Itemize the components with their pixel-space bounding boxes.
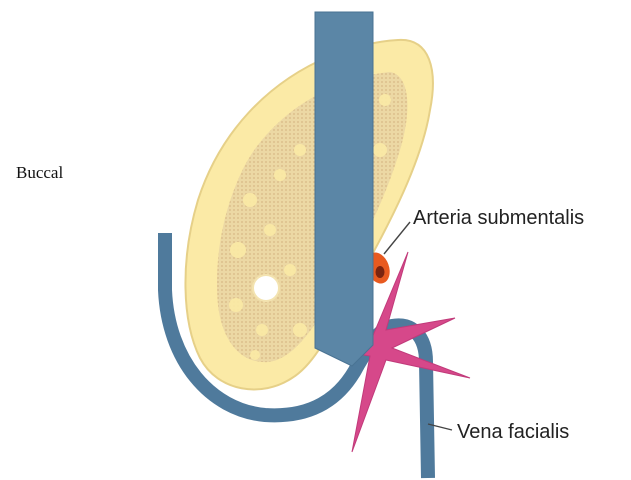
mandibular-canal xyxy=(253,275,279,301)
artery-leader-line xyxy=(384,222,410,254)
buccal-label: Buccal xyxy=(16,163,63,182)
dental-implant xyxy=(315,12,373,366)
vein-label: Vena facialis xyxy=(457,421,569,443)
artery-label: Arteria submentalis xyxy=(413,207,584,229)
